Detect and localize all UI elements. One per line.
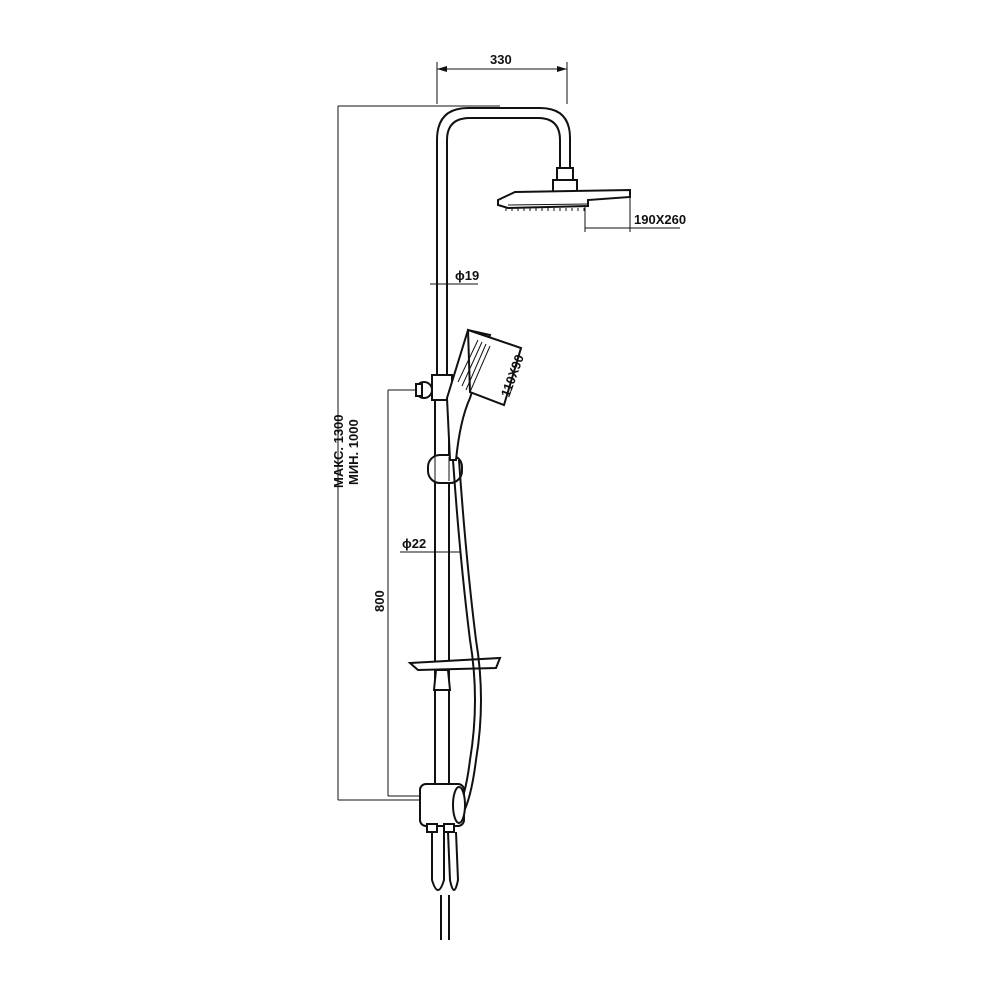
soap-shelf [407, 656, 502, 691]
arm-projection-label: 330 [490, 52, 512, 67]
head-size-dimension: 190Х260 [584, 197, 686, 232]
hand-shower: 110Х90 [445, 328, 527, 461]
head-connector [552, 167, 578, 193]
mixer-body [419, 783, 466, 833]
shower-hose [452, 459, 482, 816]
transition-clamp [415, 374, 453, 401]
upper-diameter-dimension: ϕ19 [430, 268, 479, 285]
holder-height-label: 800 [372, 590, 387, 612]
holder-height-dimension: 800 [372, 389, 420, 797]
lower-diameter-dimension: ϕ22 [400, 536, 460, 553]
upper-riser-pipe [436, 140, 448, 375]
arm-projection-dimension: 330 [436, 52, 568, 104]
min-height-label: МИН. 1000 [346, 419, 361, 485]
max-height-label: МАКС. 1300 [331, 414, 346, 488]
lower-diameter-label: ϕ22 [402, 536, 426, 551]
supply-hoses [431, 831, 460, 940]
height-dimension: МАКС. 1300 МИН. 1000 [331, 105, 500, 801]
shower-arm [436, 107, 571, 168]
lower-riser-pipe [434, 375, 450, 790]
rain-shower-head [497, 188, 631, 211]
upper-diameter-label: ϕ19 [455, 268, 479, 283]
head-size-label: 190Х260 [634, 212, 686, 227]
